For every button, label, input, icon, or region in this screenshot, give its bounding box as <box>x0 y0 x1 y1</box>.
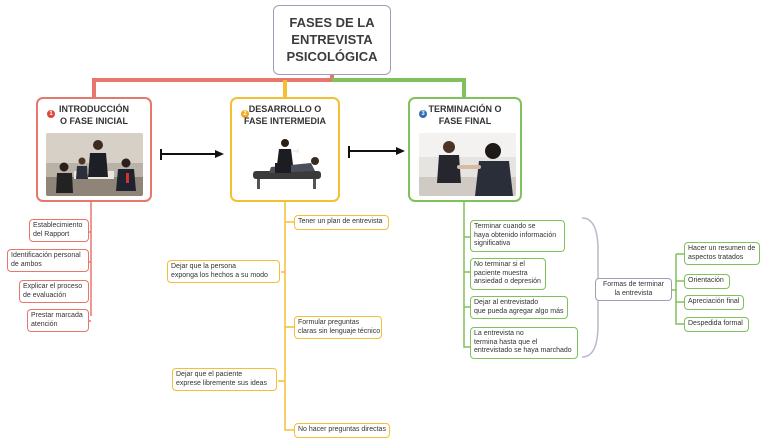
title-line: FASES DE LA <box>289 15 375 30</box>
form-item: Orientación <box>684 274 730 289</box>
dev-branch-lines <box>278 202 294 431</box>
number-one-icon: 1 <box>47 110 55 118</box>
office-team-photo <box>46 133 143 196</box>
dev-item: No hacer preguntas directas <box>294 423 390 438</box>
therapy-session-photo <box>241 133 333 196</box>
arrow-intro-to-dev <box>160 149 224 160</box>
number-two-icon: 2 <box>241 110 249 118</box>
form-item: Despedida formal <box>684 317 749 332</box>
number-three-icon: 3 <box>419 110 427 118</box>
connector-intro <box>92 75 334 97</box>
title-line: ENTREVISTA <box>291 32 373 47</box>
final-branch-lines <box>463 202 470 348</box>
handshake-photo <box>419 133 516 196</box>
title-line: PSICOLÓGICA <box>286 49 378 64</box>
intro-branch-lines <box>88 202 92 322</box>
arrow-dev-to-final <box>348 146 405 158</box>
forms-branch-lines <box>672 253 684 325</box>
connector-final <box>332 78 466 97</box>
dev-item: Tener un plan de entrevista <box>294 215 389 230</box>
main-title: FASES DE LA ENTREVISTA PSICOLÓGICA <box>273 5 391 75</box>
form-item: Apreciación final <box>684 295 744 310</box>
